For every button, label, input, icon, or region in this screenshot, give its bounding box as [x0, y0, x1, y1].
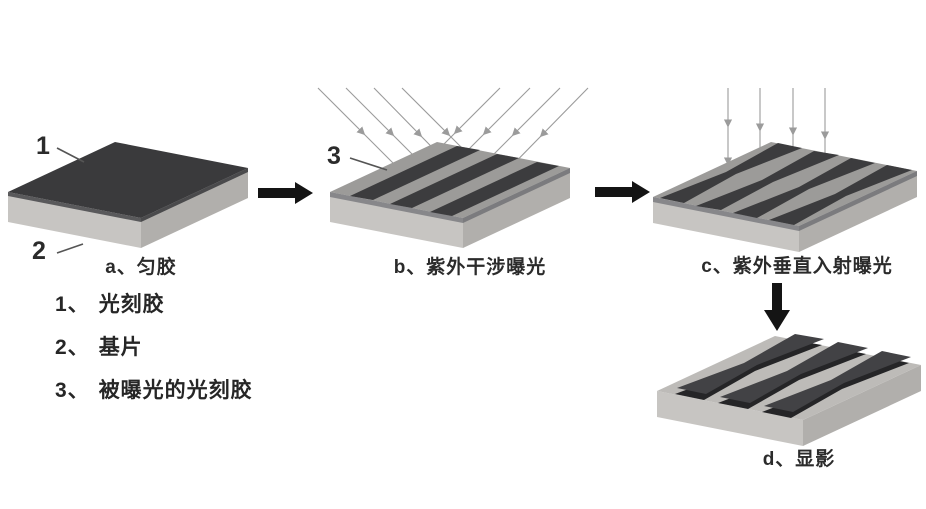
panel-a-caption: a、匀胶	[105, 257, 177, 278]
exposed-stripe-tapered	[733, 158, 875, 218]
photoresist-front-edge	[8, 192, 141, 222]
exposed-stripes	[350, 146, 559, 216]
exposed-stripe-tapered	[660, 143, 802, 203]
legend-marker: 3、	[55, 379, 90, 402]
legend-marker: 1、	[55, 293, 90, 316]
process-arrow-b-to-c-icon	[595, 181, 650, 203]
callout-number-2: 2	[32, 237, 46, 265]
ridge-top	[764, 351, 911, 412]
ridge-top	[677, 334, 824, 394]
substrate-front-face	[330, 192, 463, 248]
substrate-front-face	[653, 197, 799, 252]
legend-label: 基片	[98, 336, 143, 359]
substrate-right-face	[141, 168, 248, 248]
substrate-right-face	[463, 168, 570, 248]
legend-item-photoresist: 1、 光刻胶	[55, 288, 253, 318]
legend-item-exposed-resist: 3、 被曝光的光刻胶	[55, 374, 253, 404]
panel-c-caption: c、紫外垂直入射曝光	[701, 256, 893, 277]
exposed-stripe-tapered	[769, 165, 912, 225]
process-arrow-c-to-d-icon	[764, 283, 790, 331]
panel-c-slab	[653, 142, 917, 252]
developed-ridges	[675, 334, 911, 418]
photoresist-top-face	[8, 142, 248, 218]
exposed-stripe-tapered	[696, 151, 839, 210]
legend-marker: 2、	[55, 336, 90, 359]
resist-layer-side-edge	[463, 168, 570, 223]
substrate-front-face	[8, 192, 141, 248]
ridge-top	[720, 342, 868, 403]
panel-a-slab	[8, 142, 248, 248]
panel-d-caption: d、显影	[762, 449, 836, 470]
callout-1-leader-line	[56, 147, 85, 163]
exposed-stripe	[430, 162, 559, 216]
panel-b-slab	[330, 142, 570, 248]
photoresist-side-edge	[141, 168, 248, 222]
panel-b-caption: b、紫外干涉曝光	[393, 257, 547, 278]
resist-layer-front-edge	[653, 197, 799, 231]
legend: 1、 光刻胶 2、 基片 3、 被曝光的光刻胶	[55, 288, 253, 417]
substrate-right-face	[803, 365, 921, 446]
exposed-tapered-stripes	[660, 143, 912, 225]
exposed-stripe	[390, 154, 519, 208]
substrate-front-face	[657, 391, 803, 446]
callout-number-3: 3	[327, 142, 341, 170]
resist-layer-side-edge	[799, 171, 917, 231]
exposed-stripe	[350, 146, 480, 200]
callout-number-1: 1	[36, 132, 50, 160]
legend-label: 被曝光的光刻胶	[98, 379, 253, 402]
resist-layer-front-edge	[330, 192, 463, 223]
legend-label: 光刻胶	[98, 293, 165, 316]
substrate-right-face	[799, 171, 917, 252]
callout-3-leader-line	[349, 157, 388, 171]
process-arrow-a-to-b-icon	[258, 182, 313, 204]
callout-2-leader-line	[56, 243, 84, 254]
panel-d-slab	[657, 334, 921, 446]
legend-item-substrate: 2、 基片	[55, 331, 253, 361]
